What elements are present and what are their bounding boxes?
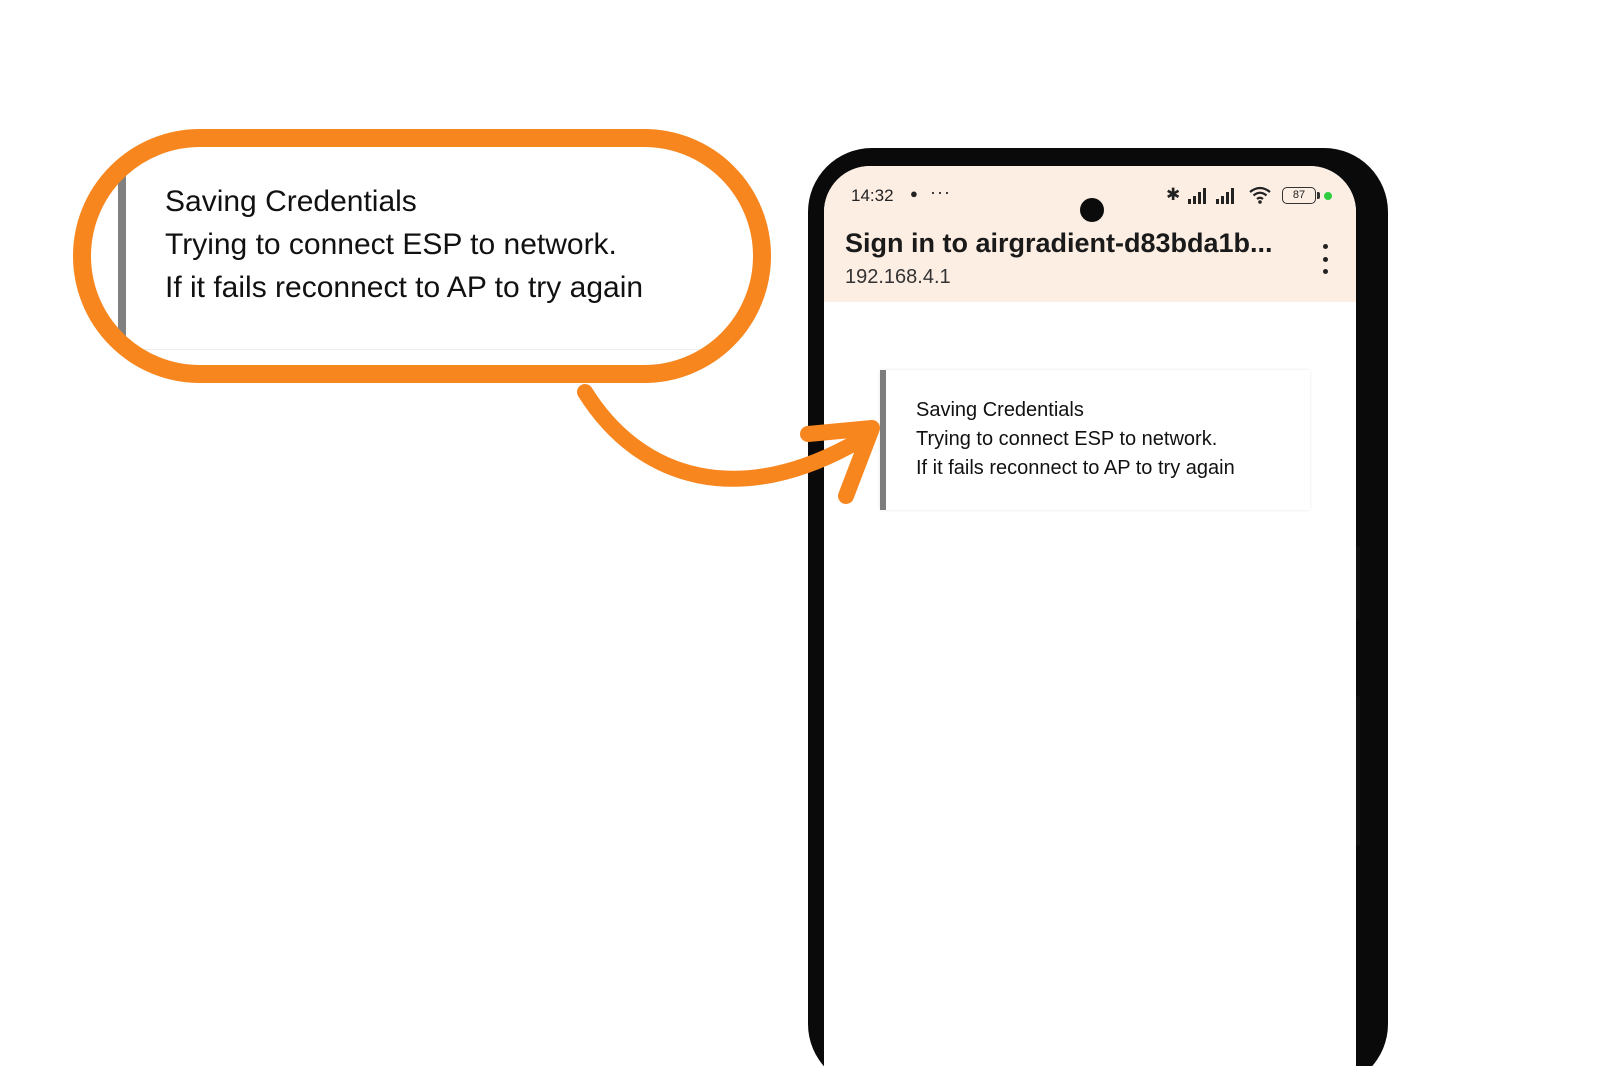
battery-icon: 87 bbox=[1282, 187, 1320, 204]
bluetooth-icon: ✱ bbox=[1166, 185, 1181, 204]
message-line-saving: Saving Credentials bbox=[916, 399, 1084, 421]
status-bar: 14:32 ● ··· ✱ bbox=[824, 182, 1356, 222]
more-vert-icon[interactable] bbox=[1316, 244, 1334, 274]
zoomed-line-saving: Saving Credentials bbox=[165, 185, 417, 218]
front-camera bbox=[1080, 198, 1104, 222]
phone-screen: 14:32 ● ··· ✱ bbox=[824, 166, 1356, 1066]
cell-signal-icon bbox=[1188, 186, 1210, 204]
status-message-text: Saving Credentials Trying to connect ESP… bbox=[916, 396, 1235, 483]
zoomed-line-retry: If it fails reconnect to AP to try again bbox=[165, 271, 644, 304]
privacy-indicator-dot bbox=[1324, 192, 1332, 200]
captive-portal-header: 14:32 ● ··· ✱ bbox=[824, 166, 1356, 302]
zoomed-message-text: Saving Credentials Trying to connect ESP… bbox=[165, 180, 643, 309]
status-time: 14:32 bbox=[851, 186, 894, 205]
message-line-connecting: Trying to connect ESP to network. bbox=[916, 428, 1218, 450]
power-button bbox=[1354, 696, 1360, 846]
page-url: 192.168.4.1 bbox=[845, 266, 951, 288]
cell-signal-icon bbox=[1216, 186, 1238, 204]
chat-bubble-icon: ● bbox=[910, 186, 918, 201]
zoomed-line-connecting: Trying to connect ESP to network. bbox=[165, 228, 617, 261]
message-line-retry: If it fails reconnect to AP to try again bbox=[916, 457, 1235, 479]
page-title: Sign in to airgradient-d83bda1b... bbox=[845, 228, 1273, 258]
status-message-card: Saving Credentials Trying to connect ESP… bbox=[880, 370, 1310, 510]
wifi-icon bbox=[1248, 186, 1272, 204]
phone-frame: 14:32 ● ··· ✱ bbox=[808, 148, 1388, 1066]
volume-button bbox=[1354, 546, 1360, 620]
more-dots-icon: ··· bbox=[930, 182, 951, 202]
